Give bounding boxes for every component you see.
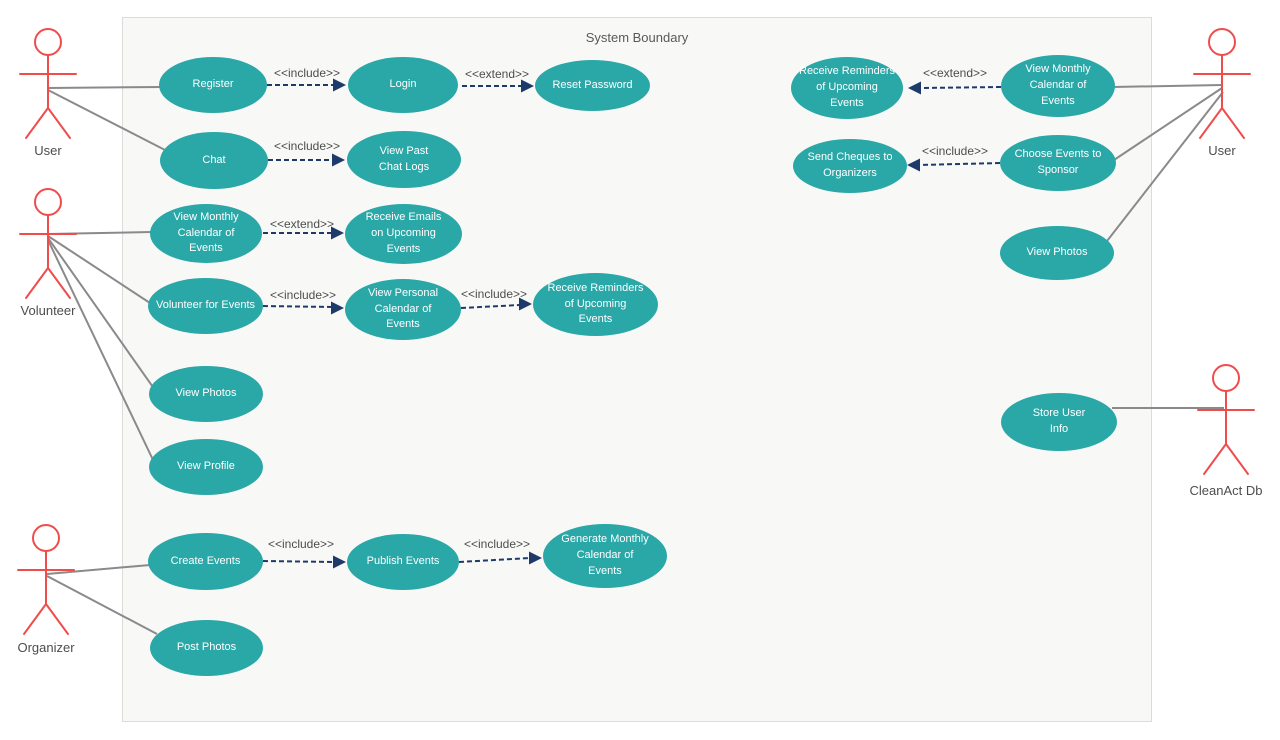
usecase-view-personal-calendar[interactable]: View Personal Calendar of Events <box>345 279 461 340</box>
relation-arrow-sponsor-cheques[interactable] <box>918 162 1001 166</box>
arrowhead-icon <box>907 158 920 172</box>
usecase-login[interactable]: Login <box>348 57 458 113</box>
usecase-receive-emails[interactable]: Receive Emails on Upcoming Events <box>345 204 462 264</box>
actor-label-user-right: User <box>1208 143 1236 158</box>
relation-label-login-reset: <<extend>> <box>464 67 530 81</box>
relation-label-publish-generate: <<include>> <box>463 537 531 551</box>
arrowhead-icon <box>529 551 542 565</box>
relation-label-sponsor-cheques: <<include>> <box>921 144 989 158</box>
actor-label-cleanact-db: CleanAct Db <box>1189 483 1263 498</box>
arrowhead-icon <box>519 297 532 311</box>
association-line[interactable] <box>1099 91 1224 251</box>
usecase-send-cheques[interactable]: Send Cheques to Organizers <box>793 139 907 193</box>
usecase-volunteer-for-events[interactable]: Volunteer for Events <box>148 278 263 334</box>
usecase-create-events[interactable]: Create Events <box>148 533 263 590</box>
usecase-view-monthly-calendar-left[interactable]: View Monthly Calendar of Events <box>150 204 262 263</box>
arrowhead-icon <box>331 226 344 240</box>
arrowhead-icon <box>521 79 534 93</box>
usecase-view-photos-left[interactable]: View Photos <box>149 366 263 422</box>
actor-volunteer-figure[interactable] <box>19 188 77 299</box>
relation-label-register-login: <<include>> <box>273 66 341 80</box>
association-lines <box>46 84 1224 635</box>
relation-label-personal-reminders: <<include>> <box>460 287 528 301</box>
actor-cleanact-db-figure[interactable] <box>1197 364 1255 475</box>
relation-label-volunteer-personal: <<include>> <box>269 288 337 302</box>
usecase-post-photos[interactable]: Post Photos <box>150 620 263 676</box>
usecase-view-monthly-calendar-right[interactable]: View Monthly Calendar of Events <box>1001 55 1115 117</box>
arrowhead-icon <box>333 555 346 569</box>
relation-label-calendar-emails: <<extend>> <box>269 217 335 231</box>
association-line[interactable] <box>46 575 158 635</box>
relation-arrow-publish-generate[interactable] <box>458 557 531 563</box>
relation-label-create-publish: <<include>> <box>267 537 335 551</box>
usecase-generate-monthly-calendar[interactable]: Generate Monthly Calendar of Events <box>543 524 667 588</box>
usecase-receive-reminders-right[interactable]: Receive Reminders of Upcoming Events <box>791 57 903 119</box>
relation-arrow-calendar-reminders-right[interactable] <box>919 86 1002 89</box>
usecase-reset-password[interactable]: Reset Password <box>535 60 650 111</box>
usecase-choose-events-to-sponsor[interactable]: Choose Events to Sponsor <box>1000 135 1116 191</box>
usecase-view-past-chat-logs[interactable]: View Past Chat Logs <box>347 131 461 188</box>
usecase-receive-reminders-left[interactable]: Receive Reminders of Upcoming Events <box>533 273 658 336</box>
system-boundary: System Boundary <box>122 17 1152 722</box>
usecase-view-photos-right[interactable]: View Photos <box>1000 226 1114 280</box>
relation-arrow-volunteer-personal[interactable] <box>262 305 333 308</box>
association-line[interactable] <box>1112 84 1223 88</box>
actor-label-volunteer: Volunteer <box>20 303 76 318</box>
relation-arrow-create-publish[interactable] <box>262 560 335 563</box>
usecase-register[interactable]: Register <box>159 57 267 113</box>
relation-arrow-personal-reminders[interactable] <box>460 304 521 309</box>
actor-organizer-figure[interactable] <box>17 524 75 635</box>
relation-label-chat-logs: <<include>> <box>273 139 341 153</box>
relation-arrows <box>262 78 1002 569</box>
association-line[interactable] <box>47 235 151 304</box>
usecase-chat[interactable]: Chat <box>160 132 268 189</box>
association-line[interactable] <box>1113 87 1223 161</box>
arrowhead-icon <box>332 153 345 167</box>
actor-user-left-figure[interactable] <box>19 28 77 139</box>
association-line[interactable] <box>46 564 151 575</box>
arrowhead-icon <box>333 78 346 92</box>
association-line[interactable] <box>47 89 166 151</box>
arrowhead-icon <box>331 301 344 315</box>
usecase-publish-events[interactable]: Publish Events <box>347 534 459 590</box>
actor-label-organizer: Organizer <box>17 640 75 655</box>
arrowhead-icon <box>908 81 921 95</box>
actor-user-right-figure[interactable] <box>1193 28 1251 139</box>
association-line[interactable] <box>47 86 163 89</box>
association-line[interactable] <box>47 237 156 391</box>
actor-label-user-left: User <box>34 143 62 158</box>
association-line[interactable] <box>47 239 155 463</box>
system-boundary-title: System Boundary <box>585 30 689 45</box>
relation-label-calendar-reminders-right: <<extend>> <box>922 66 988 80</box>
usecase-store-user-info[interactable]: Store User Info <box>1001 393 1117 451</box>
usecase-view-profile[interactable]: View Profile <box>149 439 263 495</box>
